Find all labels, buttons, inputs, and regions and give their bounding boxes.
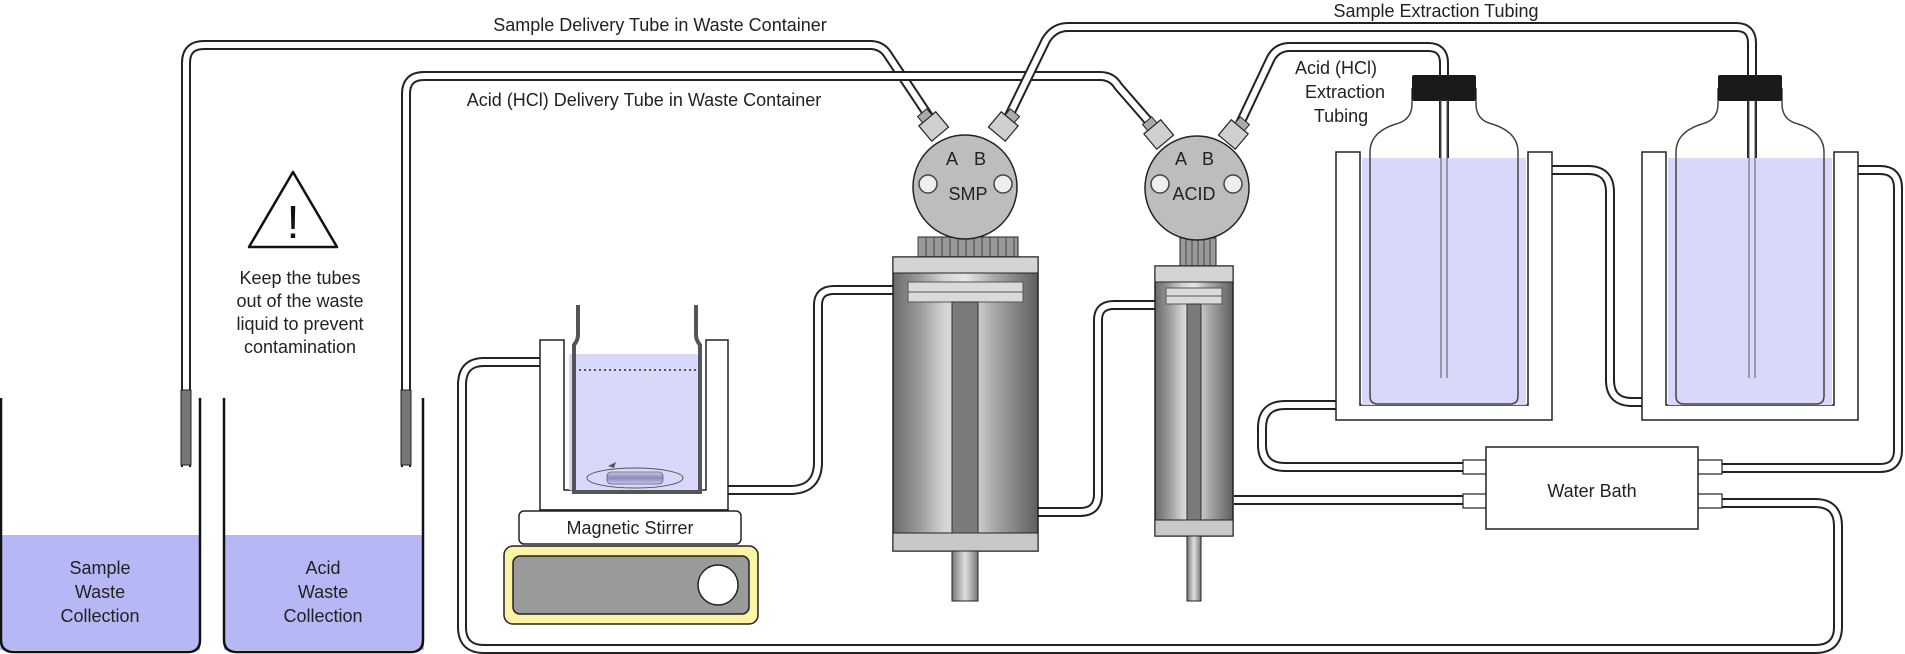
- smp-port-b: B: [974, 149, 986, 169]
- acid-extraction-bottle: [1335, 75, 1553, 421]
- warning-symbol: !: [287, 196, 300, 248]
- stirrer-label-box: [518, 510, 742, 545]
- magnetic-stirrer-assembly: Magnetic Stirrer: [503, 305, 759, 625]
- acid-port-b: B: [1202, 149, 1214, 169]
- acid-pump: A B ACID: [1141, 116, 1251, 602]
- smp-plunger-rod: [951, 550, 979, 602]
- acid-waste-label-2: Waste: [298, 582, 348, 602]
- warning-line-1: Keep the tubes: [239, 268, 360, 288]
- sample-waste-label-1: Sample: [69, 558, 130, 578]
- sample-extraction-bottle: [1641, 75, 1859, 421]
- sample-delivery-label: Sample Delivery Tube in Waste Container: [493, 15, 826, 35]
- acid-plunger-rod: [1186, 535, 1202, 602]
- acid-extraction-tube: [1231, 42, 1449, 378]
- acid-valve-head: [1144, 135, 1250, 241]
- acid-waste-liquid: [224, 535, 424, 650]
- sample-bottle-cap: [1718, 75, 1782, 101]
- warning-line-3: liquid to prevent: [236, 314, 363, 334]
- sample-extraction-label: Sample Extraction Tubing: [1333, 1, 1538, 21]
- acid-waste-label-1: Acid: [305, 558, 340, 578]
- acid-delivery-label: Acid (HCl) Delivery Tube in Waste Contai…: [467, 90, 821, 110]
- sample-waste-label-2: Waste: [75, 582, 125, 602]
- sample-extraction-tube: [1003, 22, 1757, 378]
- stir-bar: [606, 471, 664, 485]
- acid-waste-label-3: Collection: [283, 606, 362, 626]
- acid-bottle-jacket: [1335, 151, 1553, 421]
- warning-line-4: contamination: [244, 337, 356, 357]
- acid-extraction-label-2: Extraction: [1305, 82, 1385, 102]
- warning-note: ! Keep the tubes out of the waste liquid…: [236, 170, 364, 357]
- smp-pump: A B SMP: [892, 108, 1039, 602]
- acid-delivery-tube: [400, 71, 1162, 467]
- water-bath-label: Water Bath: [1547, 481, 1636, 501]
- warning-icon: [247, 170, 339, 249]
- acid-port-a: A: [1175, 149, 1187, 169]
- smp-valve-head: [912, 134, 1018, 240]
- water-bath: Water Bath: [1462, 446, 1723, 530]
- acid-extraction-label-1: Acid (HCl): [1295, 58, 1377, 78]
- acid-waste-container: Acid Waste Collection: [222, 398, 425, 654]
- sample-bottle-jacket: [1641, 151, 1859, 421]
- acid-pump-label: ACID: [1172, 184, 1215, 204]
- acid-bottle-cap: [1412, 75, 1476, 101]
- magnetic-stirrer-label: Magnetic Stirrer: [566, 518, 693, 538]
- sample-waste-liquid: [0, 535, 200, 650]
- smp-port-a: A: [946, 149, 958, 169]
- water-bath-box: [1485, 446, 1699, 530]
- tubing: [180, 22, 1903, 654]
- sample-delivery-tube: [180, 40, 935, 467]
- stirrer-beaker-liquid: [569, 354, 701, 490]
- stirrer-knob: [697, 564, 739, 606]
- acid-extraction-label-3: Tubing: [1314, 106, 1368, 126]
- sample-waste-label-3: Collection: [60, 606, 139, 626]
- sample-waste-container: Sample Waste Collection: [0, 398, 202, 654]
- smp-pump-label: SMP: [948, 184, 987, 204]
- warning-line-2: out of the waste: [236, 291, 363, 311]
